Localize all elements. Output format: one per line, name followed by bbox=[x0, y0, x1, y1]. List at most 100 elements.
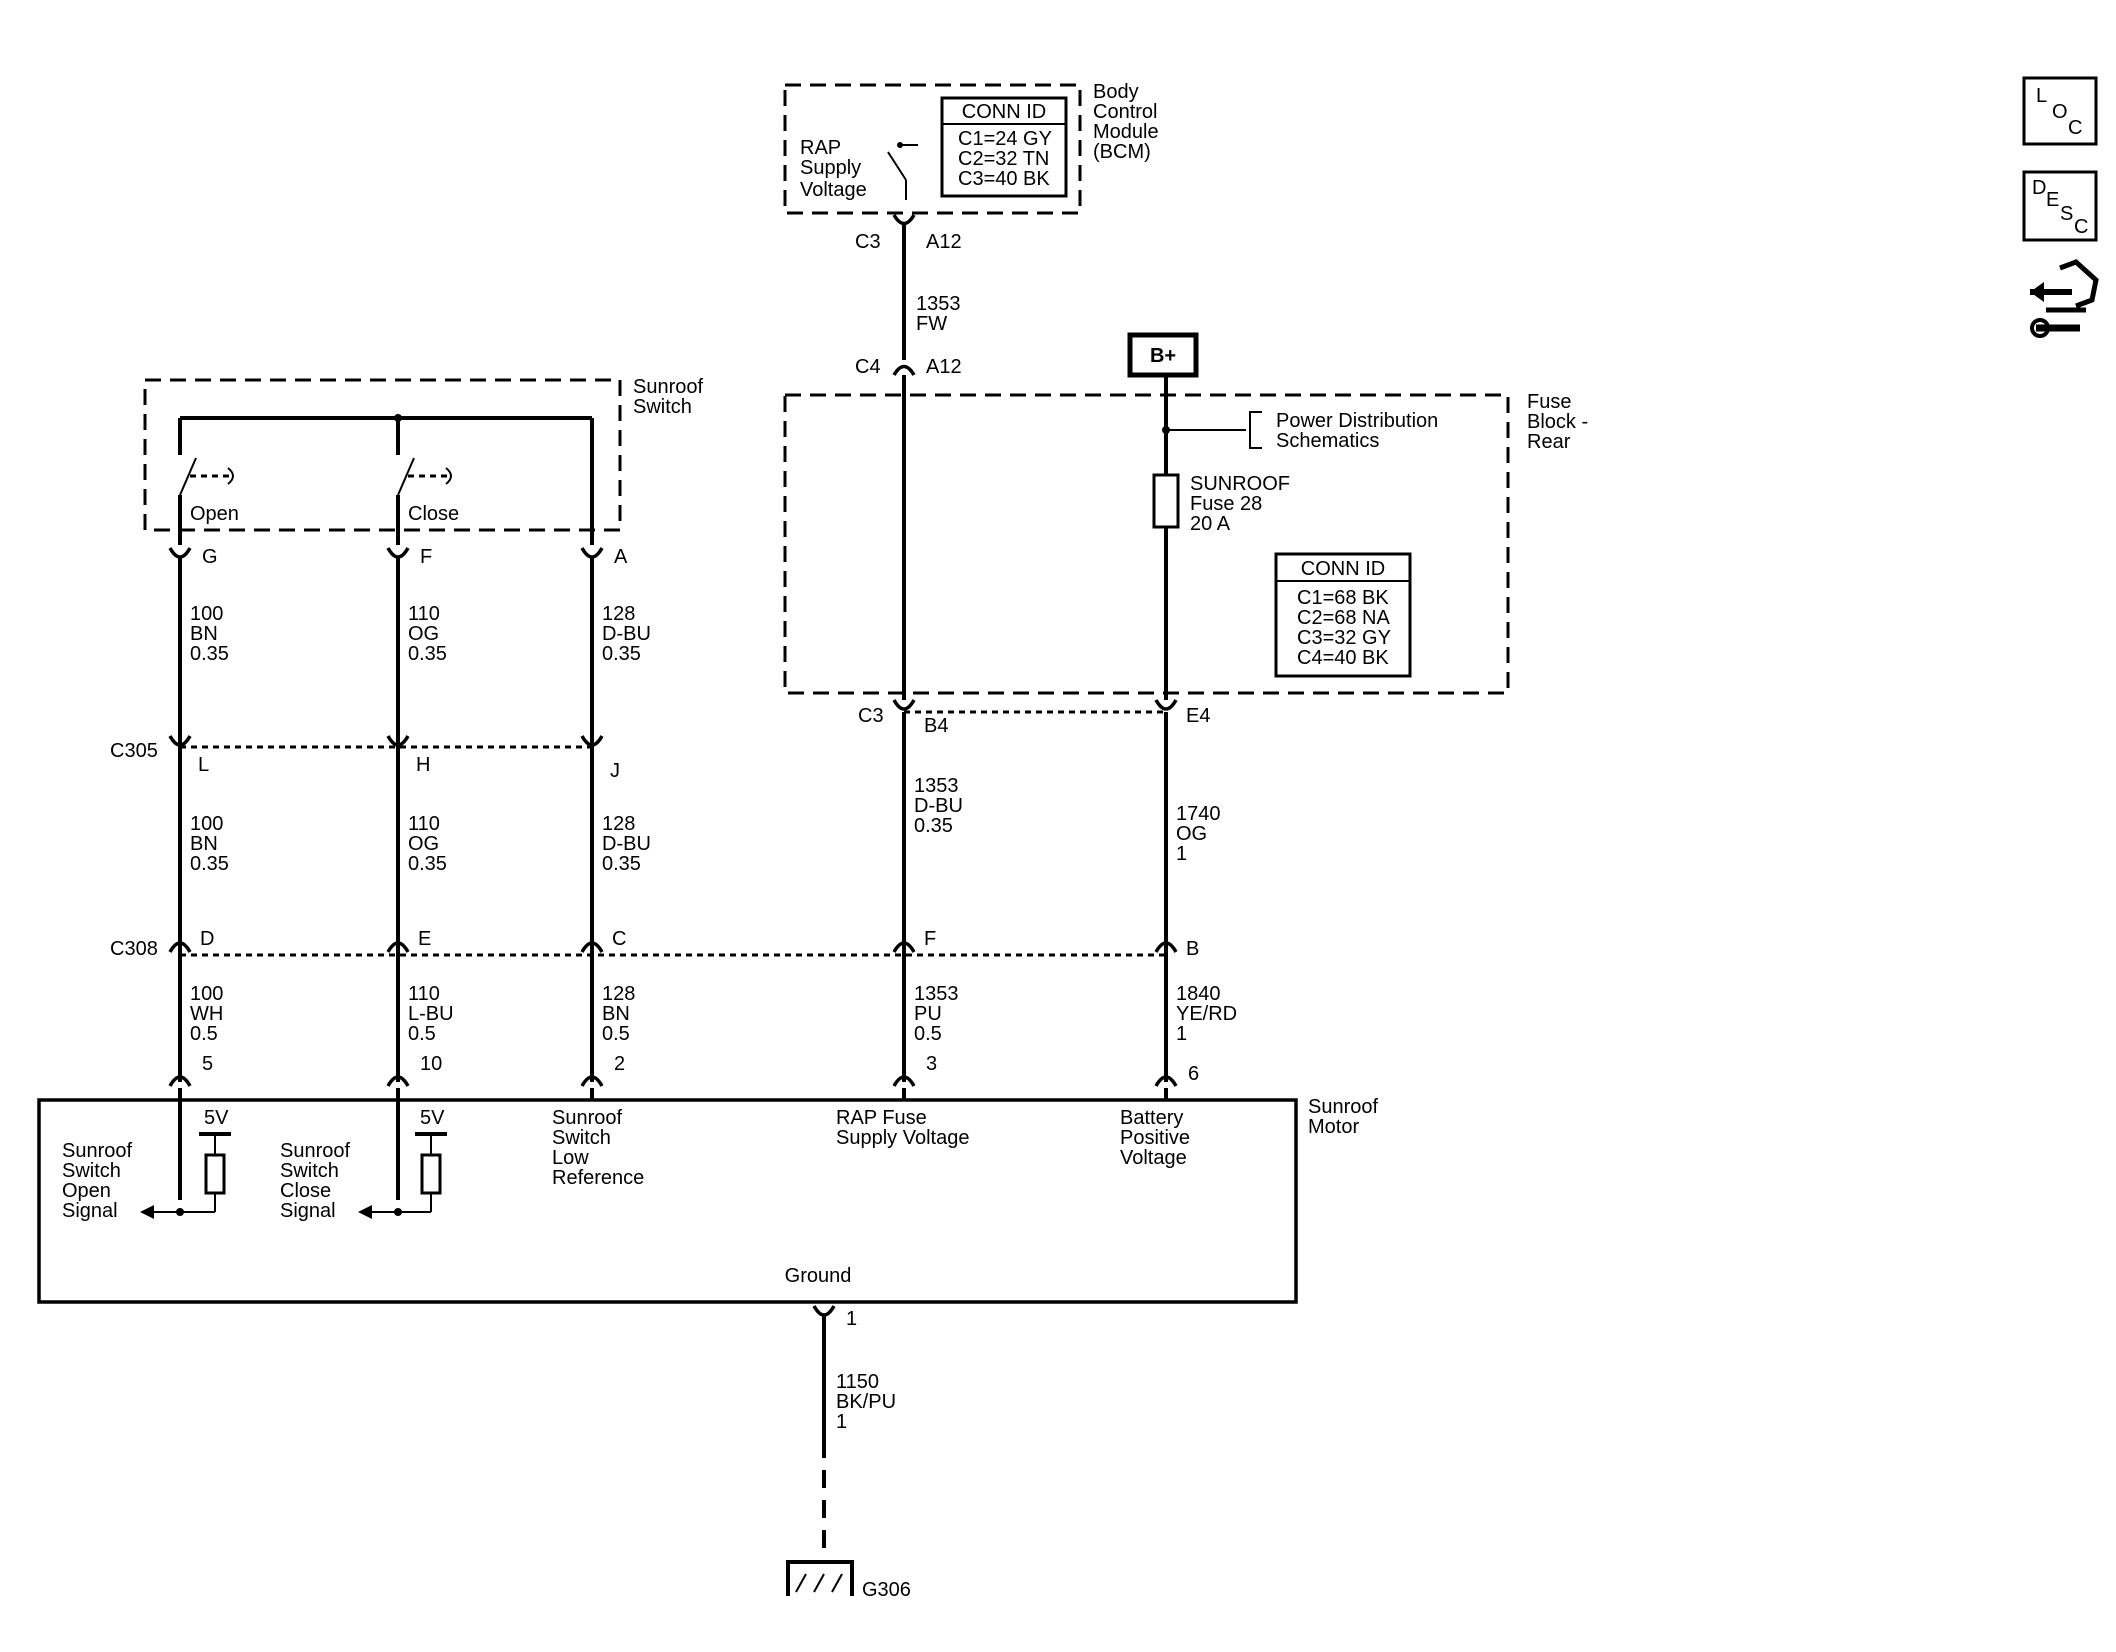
low-reference-label: Reference bbox=[552, 1167, 644, 1189]
open-signal-label: Switch bbox=[62, 1160, 121, 1182]
open-switch-icon bbox=[178, 457, 234, 545]
connector-symbol bbox=[386, 1075, 410, 1087]
wire-label: D-BU bbox=[602, 833, 651, 855]
wire-label: OG bbox=[408, 833, 439, 855]
low-reference-label: Switch bbox=[552, 1127, 611, 1149]
svg-text:C: C bbox=[2068, 117, 2082, 139]
close-label: Close bbox=[408, 503, 459, 525]
connector-symbol bbox=[580, 1075, 604, 1087]
close-signal-label: Signal bbox=[280, 1200, 336, 1222]
wire-label: 110 bbox=[408, 983, 440, 1005]
wire-label: D-BU bbox=[914, 795, 963, 817]
connector-pin: E bbox=[418, 928, 431, 950]
connector-symbol bbox=[168, 547, 192, 559]
conn-id-title: CONN ID bbox=[962, 101, 1046, 123]
close-signal-label: Switch bbox=[280, 1160, 339, 1182]
connector-symbol bbox=[892, 1075, 916, 1087]
connector-pin: E4 bbox=[1186, 705, 1210, 727]
wire-label: 1353 bbox=[914, 983, 959, 1005]
loc-icon[interactable]: L O C bbox=[2022, 76, 2098, 146]
wire-label: 128 bbox=[602, 603, 635, 625]
fuse-block-conn-id-table: CONN ID C1=68 BK C2=68 NA C3=32 GY C4=40… bbox=[1274, 552, 1412, 678]
switch-outline bbox=[143, 378, 622, 532]
low-reference-label: Sunroof bbox=[552, 1107, 622, 1129]
wire-label: PU bbox=[914, 1003, 942, 1025]
power-distribution-label: Power Distribution bbox=[1276, 410, 1438, 432]
wire-label: BK/PU bbox=[836, 1391, 896, 1413]
connector-pin: A12 bbox=[926, 231, 962, 253]
wire-label: 1840 bbox=[1176, 983, 1221, 1005]
connector-pin: G bbox=[202, 546, 218, 568]
connector-name: C305 bbox=[110, 740, 158, 762]
bplus-label: B+ bbox=[1150, 345, 1176, 367]
wire-label: D-BU bbox=[602, 623, 651, 645]
ground-icon bbox=[786, 1560, 854, 1596]
connector-pin: B bbox=[1186, 938, 1199, 960]
fuse-label: Fuse 28 bbox=[1190, 493, 1262, 515]
desc-icon[interactable]: D E S C bbox=[2022, 170, 2098, 242]
fuse-label: SUNROOF bbox=[1190, 473, 1290, 495]
svg-text:D: D bbox=[2032, 177, 2046, 199]
bcm-name-line: Body bbox=[1093, 81, 1139, 103]
close-signal-label: Close bbox=[280, 1180, 331, 1202]
connector-name: C3 bbox=[858, 705, 884, 727]
ground-name: G306 bbox=[862, 1579, 911, 1601]
fuse-block-name: Block - bbox=[1527, 411, 1588, 433]
conn-id-row: C3=40 BK bbox=[958, 168, 1050, 190]
bcm-outline bbox=[783, 83, 1082, 215]
wire-label: 100 bbox=[190, 983, 223, 1005]
connector-pin: B4 bbox=[924, 715, 948, 737]
connector-name: C308 bbox=[110, 938, 158, 960]
bcm-name-line: Module bbox=[1093, 121, 1159, 143]
wire-label: 0.5 bbox=[602, 1023, 630, 1045]
connector-pin: C bbox=[612, 928, 626, 950]
low-reference-label: Low bbox=[552, 1147, 589, 1169]
wire-label: 0.5 bbox=[914, 1023, 942, 1045]
rap-switch-icon bbox=[887, 142, 918, 200]
conn-id-row: C4=40 BK bbox=[1297, 647, 1389, 669]
fuse-block-outline bbox=[783, 393, 1510, 695]
wire-label: 100 bbox=[190, 603, 223, 625]
open-signal-circuit: 5V bbox=[140, 1107, 231, 1219]
repair-icon[interactable] bbox=[2030, 259, 2099, 338]
supply-5v-label: 5V bbox=[204, 1107, 229, 1129]
motor-name: Sunroof bbox=[1308, 1096, 1378, 1118]
conn-id-row: C2=68 NA bbox=[1297, 607, 1390, 629]
open-signal-label: Open bbox=[62, 1180, 111, 1202]
connector-pin: F bbox=[420, 546, 432, 568]
conn-id-title: CONN ID bbox=[1301, 558, 1385, 580]
connector-symbol bbox=[892, 364, 916, 376]
connector-pin: F bbox=[924, 928, 936, 950]
bcm-conn-id-table: CONN ID C1=24 GY C2=32 TN C3=40 BK bbox=[940, 96, 1068, 198]
wire-label: WH bbox=[190, 1003, 223, 1025]
connector-name: C3 bbox=[855, 231, 881, 253]
wire-label: 0.35 bbox=[602, 853, 641, 875]
wire-label: FW bbox=[916, 313, 947, 335]
fuse-block-rear: Fuse Block - Rear Power Distribution Sch… bbox=[783, 375, 1588, 700]
wire-label: 1 bbox=[1176, 843, 1187, 865]
connector-pin: L bbox=[198, 754, 209, 776]
wire-label: 110 bbox=[408, 813, 440, 835]
connector-c305: C305 L H J bbox=[110, 735, 620, 782]
connector-pin: H bbox=[416, 754, 430, 776]
connector-pin: 10 bbox=[420, 1053, 442, 1075]
rap-supply-label: Supply bbox=[800, 157, 861, 179]
wire-label: L-BU bbox=[408, 1003, 454, 1025]
wire-label: 100 bbox=[190, 813, 223, 835]
fuse-block-name: Rear bbox=[1527, 431, 1571, 453]
switch-name: Switch bbox=[633, 396, 692, 418]
wire-label: 0.35 bbox=[408, 853, 447, 875]
wire-label: 0.35 bbox=[602, 643, 641, 665]
supply-5v-label: 5V bbox=[420, 1107, 445, 1129]
connector-symbol bbox=[1154, 1075, 1178, 1087]
connector-symbol bbox=[892, 214, 916, 226]
power-distribution-bracket bbox=[1249, 411, 1262, 449]
wire-label: 0.35 bbox=[190, 853, 229, 875]
conn-id-row: C1=24 GY bbox=[958, 128, 1052, 150]
battery-label: Voltage bbox=[1120, 1147, 1187, 1169]
connector-symbol bbox=[580, 547, 604, 559]
wire-label: BN bbox=[190, 833, 218, 855]
svg-text:C: C bbox=[2074, 216, 2088, 238]
wire-label: YE/RD bbox=[1176, 1003, 1237, 1025]
